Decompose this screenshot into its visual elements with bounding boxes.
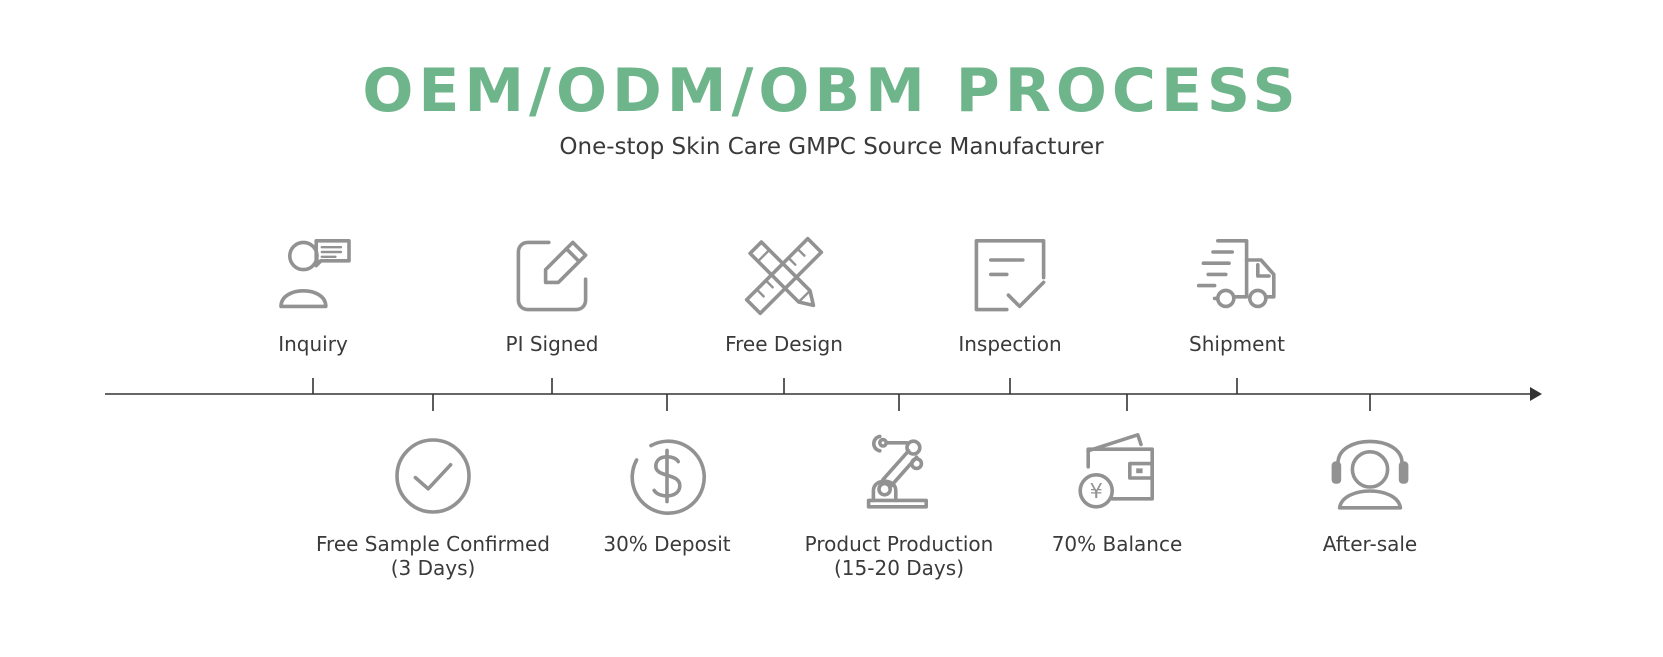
step-label: 30% Deposit bbox=[542, 532, 792, 556]
headset-support-icon bbox=[1331, 439, 1409, 510]
document-check-icon bbox=[974, 239, 1046, 312]
step-label: Free Design bbox=[659, 332, 909, 356]
page-subtitle: One-stop Skin Care GMPC Source Manufactu… bbox=[559, 134, 1104, 160]
step-shipment: Shipment bbox=[1112, 236, 1362, 366]
page-title: OEM/ODM/OBM PROCESS bbox=[362, 56, 1301, 126]
step-label-text: Shipment bbox=[1189, 332, 1285, 356]
timeline-ticks bbox=[312, 378, 1371, 411]
svg-text:¥: ¥ bbox=[1090, 479, 1103, 503]
step-label-note: (15-20 Days) bbox=[834, 556, 964, 580]
step-label: 70% Balance bbox=[992, 532, 1242, 556]
step-inquiry: Inquiry bbox=[188, 236, 438, 366]
step-label-note: (3 Days) bbox=[390, 556, 476, 580]
step-label-text: Free Design bbox=[725, 332, 843, 356]
step-deposit: 30% Deposit bbox=[542, 436, 792, 586]
ruler-pencil-icon bbox=[744, 236, 824, 316]
step-pi-signed: PI Signed bbox=[427, 236, 677, 366]
step-label: Free Sample Confirmed (3 Days) bbox=[308, 532, 558, 580]
step-production: Product Production (15-20 Days) bbox=[774, 424, 1024, 586]
dollar-circle-icon bbox=[630, 439, 706, 515]
delivery-truck-icon bbox=[1197, 239, 1276, 309]
step-label: Inspection bbox=[885, 332, 1135, 356]
step-label-text: 30% Deposit bbox=[603, 532, 731, 556]
step-inspection: Inspection bbox=[885, 236, 1135, 366]
wallet-yen-icon: ¥ bbox=[1078, 433, 1154, 509]
step-label: After-sale bbox=[1245, 532, 1495, 556]
edit-square-icon bbox=[516, 240, 588, 312]
step-balance: ¥ 70% Balance bbox=[992, 424, 1242, 586]
step-label-text: 70% Balance bbox=[1051, 532, 1183, 556]
step-label-text: After-sale bbox=[1322, 532, 1418, 556]
timeline-arrowhead bbox=[1530, 387, 1542, 401]
step-label: PI Signed bbox=[427, 332, 677, 356]
step-after-sale: After-sale bbox=[1245, 426, 1495, 586]
step-label: Inquiry bbox=[188, 332, 438, 356]
step-label-text: PI Signed bbox=[505, 332, 599, 356]
step-label-text: Free Sample Confirmed bbox=[316, 532, 550, 556]
step-label-text: Inspection bbox=[958, 332, 1062, 356]
step-free-sample: Free Sample Confirmed (3 Days) bbox=[308, 436, 558, 586]
person-chat-icon bbox=[279, 239, 351, 309]
robot-arm-icon bbox=[866, 434, 928, 509]
step-label: Shipment bbox=[1112, 332, 1362, 356]
step-free-design: Free Design bbox=[659, 236, 909, 366]
step-label-text: Product Production bbox=[804, 532, 994, 556]
step-label: Product Production (15-20 Days) bbox=[774, 532, 1024, 580]
step-label-text: Inquiry bbox=[278, 332, 348, 356]
check-circle-icon bbox=[395, 438, 471, 514]
